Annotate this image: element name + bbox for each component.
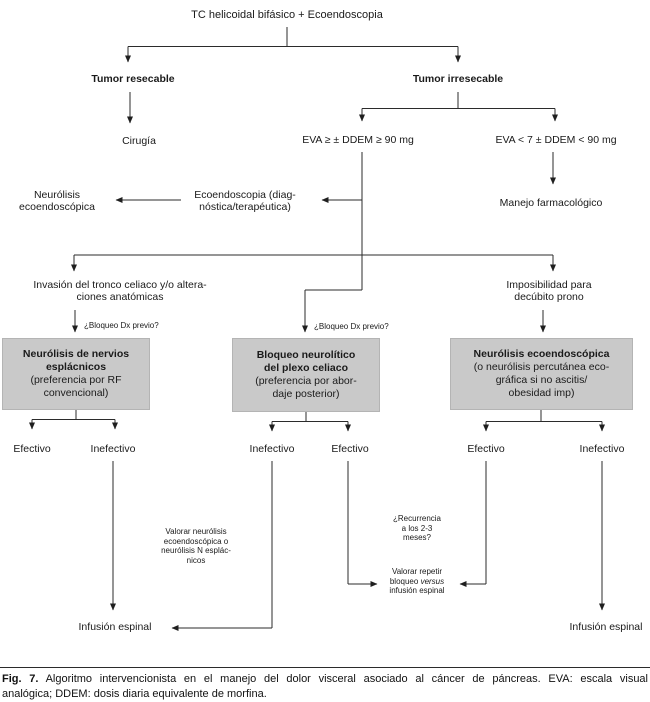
node-imposibilidad: Imposibilidad para decúbito prono xyxy=(506,279,592,303)
outcome-inefectivo-2: Inefectivo xyxy=(249,443,295,455)
outcome-inefectivo-3: Inefectivo xyxy=(579,443,625,455)
box-neurolisis-ecoendoscopica: Neurólisis ecoendoscópica (o neurólisis … xyxy=(450,338,633,410)
node-cirugia: Cirugía xyxy=(122,135,156,147)
node-neurolisis-ecoendoscopica: Neurólisis ecoendoscópica xyxy=(19,189,95,213)
outcome-efectivo-1: Efectivo xyxy=(13,443,51,455)
node-infusion-espinal-left: Infusión espinal xyxy=(78,621,152,633)
node-eva-bajo: EVA < 7 ± DDEM < 90 mg xyxy=(495,134,617,146)
note-valorar-neurolisis: Valorar neurólisis ecoendoscópica o neur… xyxy=(161,527,231,565)
node-infusion-espinal-right: Infusión espinal xyxy=(569,621,643,633)
note-recurrencia: ¿Recurrencia a los 2-3 meses? xyxy=(392,514,442,542)
box-neurolisis-esplacnicos: Neurólisis de nervios esplácnicos (prefe… xyxy=(2,338,150,410)
box-bloqueo-plexo-celiaco: Bloqueo neurolítico del plexo celiaco (p… xyxy=(232,338,380,412)
node-tumor-resecable: Tumor resecable xyxy=(91,73,175,85)
outcome-efectivo-3: Efectivo xyxy=(467,443,505,455)
caption-line-1: Fig. 7. Algoritmo intervencionista en el… xyxy=(2,673,648,685)
figure-caption: Fig. 7. Algoritmo intervencionista en el… xyxy=(2,672,648,702)
node-root: TC helicoidal bifásico + Ecoendoscopia xyxy=(191,9,383,21)
node-invasion-tronco: Invasión del tronco celiaco y/o altera- … xyxy=(33,279,207,303)
node-tumor-irresecable: Tumor irresecable xyxy=(412,73,504,85)
outcome-efectivo-2: Efectivo xyxy=(331,443,369,455)
node-eva-alto: EVA ≥ ± DDEM ≥ 90 mg xyxy=(302,134,414,146)
label-bloqueo-dx-previo-mid: ¿Bloqueo Dx previo? xyxy=(314,322,389,331)
note-valorar-repetir: Valorar repetir bloqueo versus infusión … xyxy=(389,567,445,595)
label-bloqueo-dx-previo-left: ¿Bloqueo Dx previo? xyxy=(84,321,159,330)
caption-line-2: analógica; DDEM: dosis diaria equivalent… xyxy=(2,688,267,700)
node-ecoendoscopia-dx: Ecoendoscopia (diag- nóstica/terapéutica… xyxy=(194,189,296,213)
outcome-inefectivo-1: Inefectivo xyxy=(90,443,136,455)
node-manejo-farmacologico: Manejo farmacológico xyxy=(499,197,603,209)
